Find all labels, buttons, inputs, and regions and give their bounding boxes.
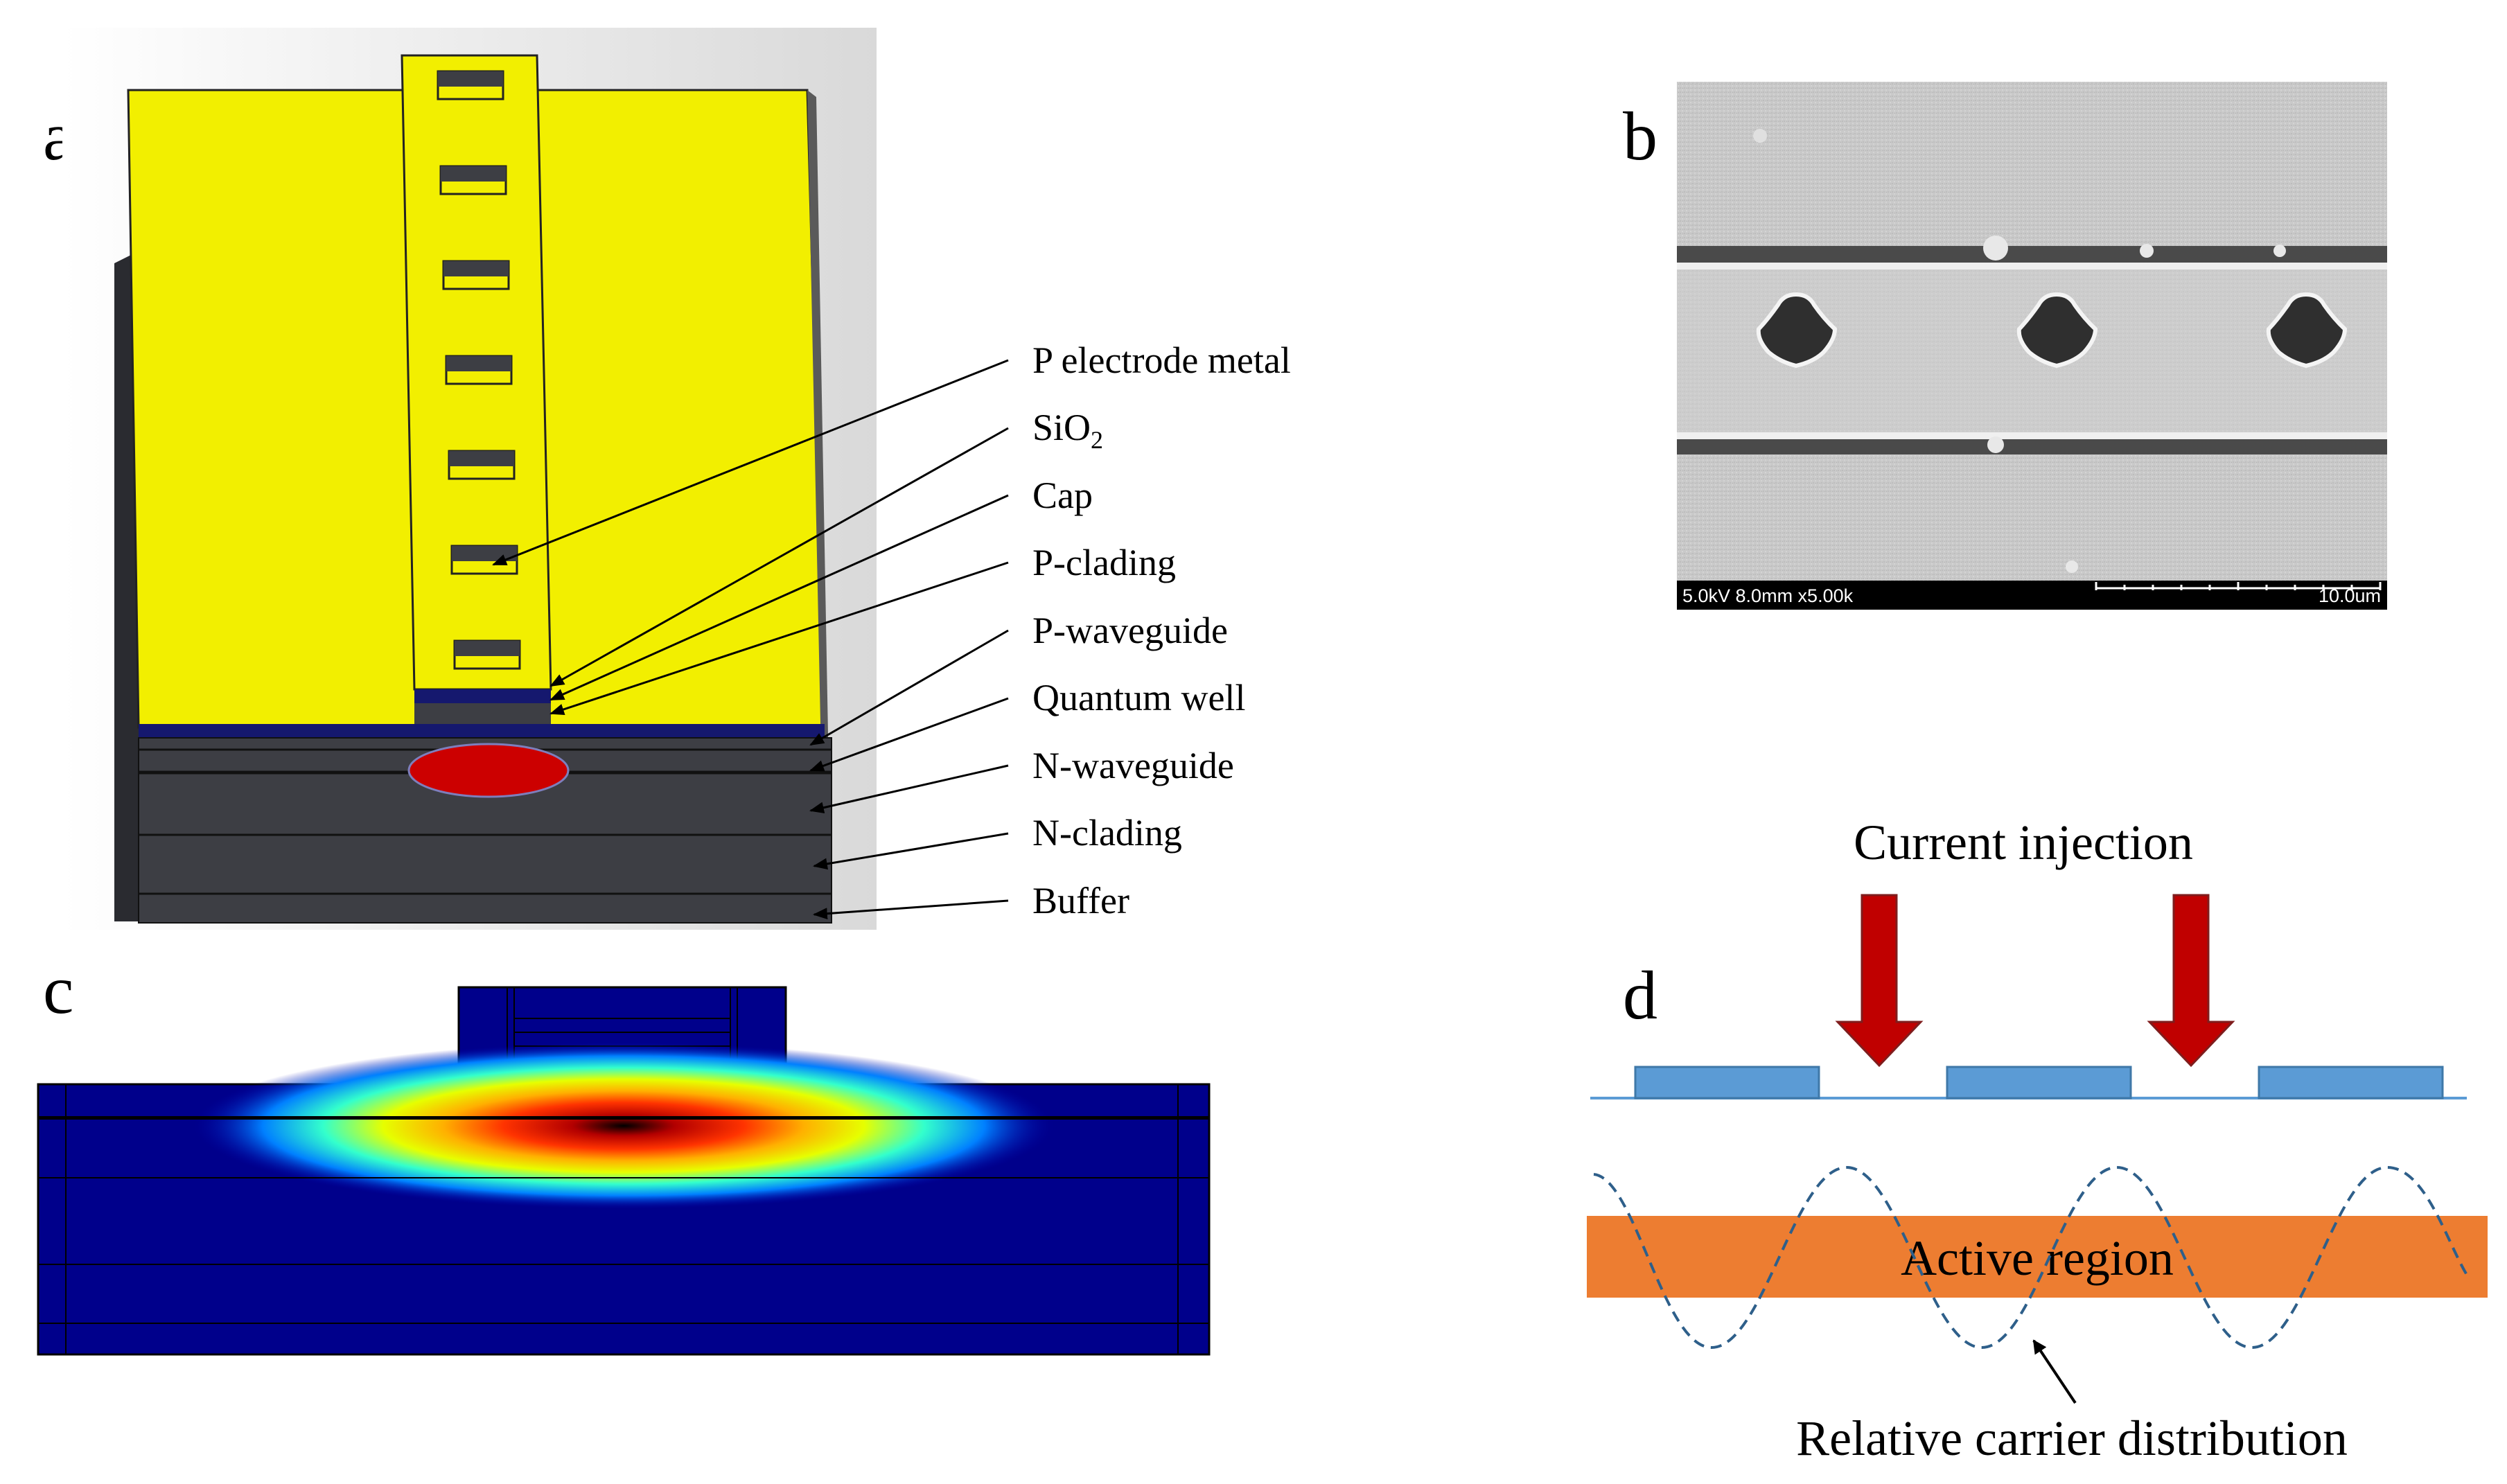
active-region-label: Active region	[1901, 1230, 2174, 1286]
ridge-window	[453, 639, 521, 670]
ridge-window	[442, 260, 510, 290]
optical-mode-ellipse	[407, 743, 570, 798]
sem-lower-trench-edge	[1677, 432, 2387, 439]
label-p-electrode-metal: P electrode metal	[1032, 339, 1291, 381]
panel-d: d Current injection Active region Relati…	[1587, 815, 2488, 1466]
field-mode-profile	[194, 1043, 1053, 1209]
carrier-pointer-arrow	[2032, 1339, 2077, 1404]
grating-block	[1634, 1066, 1820, 1099]
current-arrow-right	[2147, 894, 2235, 1068]
panel-d-letter: d	[1623, 957, 1657, 1034]
label-sio2-base: SiO	[1032, 407, 1091, 448]
sem-diamond-hole	[1756, 292, 1838, 369]
panel-a: a	[43, 28, 1291, 930]
ridge-cap-layer	[414, 689, 551, 703]
sem-upper-trench-edge	[1677, 263, 2387, 270]
grating-block	[2258, 1066, 2444, 1099]
label-cap: Cap	[1032, 475, 1093, 516]
callout-leaders	[492, 359, 1009, 920]
ridge-window	[448, 450, 516, 480]
sem-particle	[2273, 245, 2286, 257]
grating-block	[1946, 1066, 2132, 1099]
sem-particle	[1753, 129, 1767, 143]
sem-upper-trench	[1677, 246, 2387, 263]
panel-c: c	[37, 951, 1211, 1356]
sem-lower-trench	[1677, 439, 2387, 454]
sem-particle	[2140, 244, 2154, 258]
sem-info-bar	[1677, 581, 2387, 610]
ridge-window	[445, 355, 513, 385]
carrier-distribution-wave	[1593, 1165, 2468, 1350]
sem-particle	[1987, 436, 2004, 453]
label-sio2: SiO2	[1032, 407, 1103, 454]
active-region-bar	[1587, 1216, 2488, 1298]
panel-c-letter: c	[43, 951, 73, 1028]
label-p-waveguide: P-waveguide	[1032, 610, 1228, 651]
current-injection-label: Current injection	[1854, 815, 2193, 870]
label-quantum-well: Quantum well	[1032, 677, 1245, 718]
panel-b-letter: b	[1623, 98, 1657, 175]
sem-diamond-hole	[2266, 292, 2348, 369]
panel-b: b 5.0kV 8.0mm x5.00k 10.0um	[1623, 82, 2387, 610]
label-p-clading: P-clading	[1032, 542, 1176, 583]
label-n-clading: N-clading	[1032, 812, 1182, 854]
ridge-window	[439, 165, 507, 195]
current-arrow-left	[1835, 894, 1924, 1068]
carrier-distribution-label: Relative carrier distribution	[1796, 1411, 2348, 1466]
device-right-face	[807, 90, 832, 921]
label-buffer: Buffer	[1032, 880, 1129, 921]
sem-scale-bar	[2095, 582, 2382, 590]
sem-holes	[1756, 292, 2348, 369]
label-n-waveguide: N-waveguide	[1032, 745, 1234, 786]
sem-diamond-hole	[2016, 292, 2098, 369]
ridge-window	[437, 70, 504, 100]
sem-info-left: 5.0kV 8.0mm x5.00k	[1682, 585, 1854, 606]
ridge-windows	[437, 70, 521, 670]
sem-particle	[2066, 560, 2078, 573]
label-sio2-subscript: 2	[1091, 426, 1103, 454]
sem-particle	[1983, 236, 2008, 260]
